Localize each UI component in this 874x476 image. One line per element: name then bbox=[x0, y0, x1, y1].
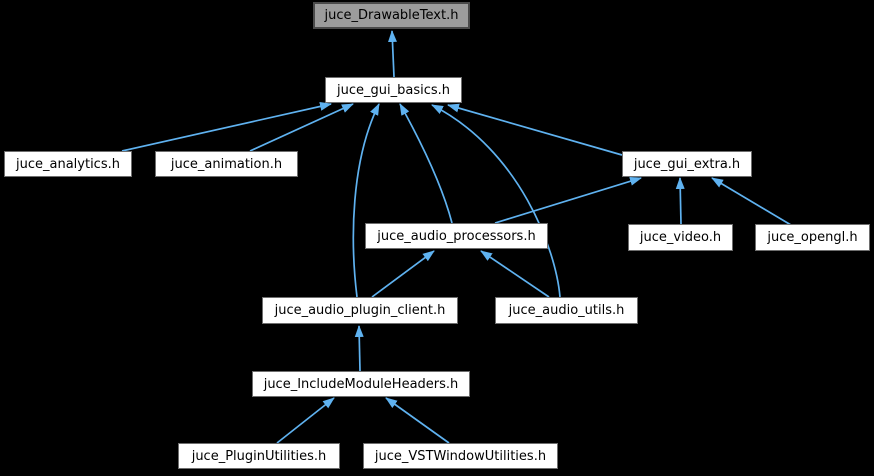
edge-juce_audio_utils-to-juce_audio_processors bbox=[480, 250, 550, 298]
node-juce_audio_processors[interactable]: juce_audio_processors.h bbox=[365, 223, 548, 249]
edge-juce_video-to-juce_gui_extra bbox=[675, 177, 685, 225]
node-juce_audio_utils[interactable]: juce_audio_utils.h bbox=[495, 297, 638, 324]
edge-juce_audio_processors-to-juce_gui_basics bbox=[399, 103, 453, 224]
node-juce_DrawableText: juce_DrawableText.h bbox=[313, 2, 470, 29]
edge-juce_gui_basics-to-juce_DrawableText bbox=[387, 30, 397, 78]
node-juce_gui_extra[interactable]: juce_gui_extra.h bbox=[622, 151, 752, 177]
edge-juce_opengl-to-juce_gui_extra bbox=[711, 177, 792, 226]
node-juce_animation[interactable]: juce_animation.h bbox=[155, 151, 298, 177]
edge-juce_audio_plugin_client-to-juce_gui_basics bbox=[352, 103, 380, 298]
edge-juce_gui_extra-to-juce_gui_basics bbox=[447, 103, 623, 156]
node-juce_opengl[interactable]: juce_opengl.h bbox=[755, 224, 870, 251]
edge-juce_animation-to-juce_gui_basics bbox=[249, 103, 354, 152]
node-juce_analytics[interactable]: juce_analytics.h bbox=[4, 151, 132, 177]
node-juce_video[interactable]: juce_video.h bbox=[628, 224, 733, 251]
edge-juce_PluginUtilities-to-juce_IncludeModuleHeaders bbox=[276, 397, 335, 444]
node-juce_IncludeModuleHeaders[interactable]: juce_IncludeModuleHeaders.h bbox=[252, 371, 470, 397]
edge-juce_analytics-to-juce_gui_basics bbox=[121, 102, 332, 152]
edge-juce_VSTWindowUtilities-to-juce_IncludeModuleHeaders bbox=[385, 397, 450, 444]
node-juce_VSTWindowUtilities[interactable]: juce_VSTWindowUtilities.h bbox=[363, 443, 558, 469]
node-juce_audio_plugin_client[interactable]: juce_audio_plugin_client.h bbox=[262, 297, 458, 324]
node-juce_gui_basics[interactable]: juce_gui_basics.h bbox=[325, 77, 462, 103]
edge-juce_audio_processors-to-juce_gui_extra bbox=[494, 176, 642, 224]
edge-juce_audio_plugin_client-to-juce_audio_processors bbox=[371, 250, 435, 298]
edge-juce_audio_utils-to-juce_gui_basics bbox=[431, 104, 561, 298]
edge-juce_IncludeModuleHeaders-to-juce_audio_plugin_client bbox=[354, 325, 364, 372]
node-juce_PluginUtilities[interactable]: juce_PluginUtilities.h bbox=[178, 443, 340, 469]
